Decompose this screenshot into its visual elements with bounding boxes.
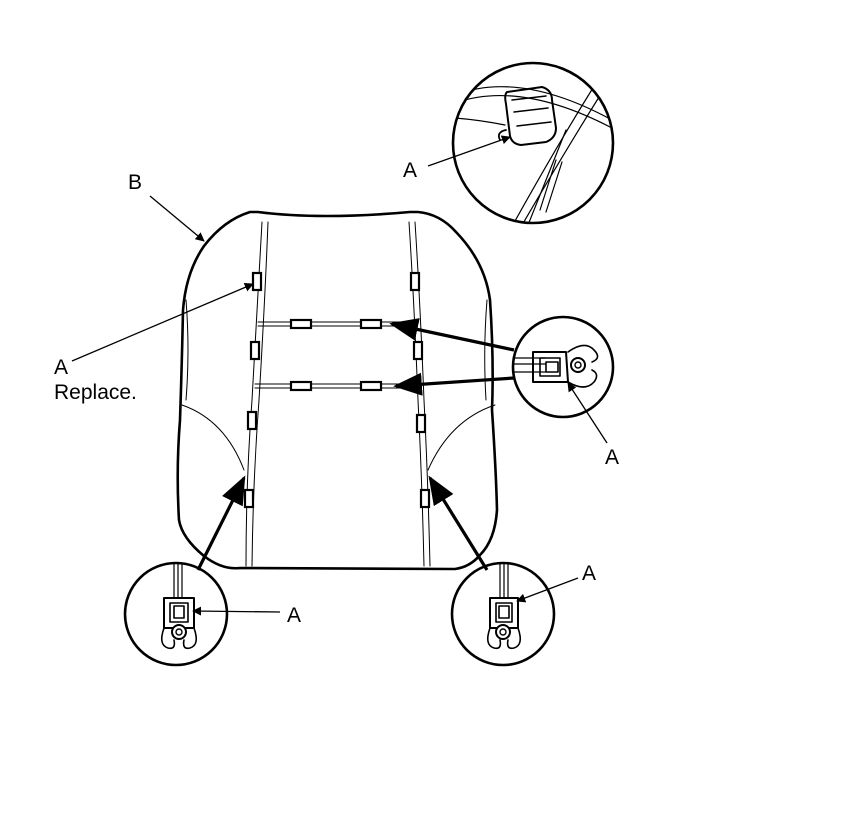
labels: B A A Replace. A A A <box>54 159 619 627</box>
inset-bottom-left <box>123 561 229 667</box>
arrow-to-right-clip <box>428 475 489 571</box>
leader-a-bottom-right <box>516 577 579 603</box>
clip-left-4 <box>243 488 255 509</box>
clip-right-1 <box>409 271 421 292</box>
clip-lower-row-1 <box>289 380 313 392</box>
inset-bottom-right <box>450 561 556 667</box>
label-a-bottom-right-inset: A <box>582 562 596 585</box>
leader-b <box>149 195 205 242</box>
clip-left-1 <box>251 271 263 292</box>
leader-a-bottom-left <box>192 606 281 616</box>
inset-middle <box>511 315 615 419</box>
arrow-to-upper-row <box>389 318 515 352</box>
clip-lower-row-2 <box>359 380 383 392</box>
clip-upper-row-2 <box>359 318 383 330</box>
arrow-to-lower-row <box>393 372 515 396</box>
inset-top <box>451 61 615 225</box>
seat-back-cover <box>176 210 499 571</box>
leader-lines <box>71 135 608 616</box>
label-replace-note: Replace. <box>54 381 137 404</box>
cover-clips <box>243 271 431 509</box>
callout-arrows <box>196 318 515 571</box>
arrow-to-left-clip <box>196 475 246 571</box>
label-a-right-inset: A <box>605 446 619 469</box>
label-a-top-inset: A <box>403 159 417 182</box>
clip-right-4 <box>419 488 431 509</box>
leader-a-top <box>427 135 511 167</box>
label-b: B <box>128 171 142 194</box>
clip-left-2 <box>249 340 261 361</box>
leader-a-middle <box>567 382 608 444</box>
clip-right-3 <box>415 413 427 434</box>
label-a-bottom-left-inset: A <box>287 604 301 627</box>
label-a-left: A <box>54 356 68 379</box>
clip-left-3 <box>246 410 258 431</box>
clip-right-2 <box>412 340 424 361</box>
clip-upper-row-1 <box>289 318 313 330</box>
leader-a-left <box>71 283 254 362</box>
